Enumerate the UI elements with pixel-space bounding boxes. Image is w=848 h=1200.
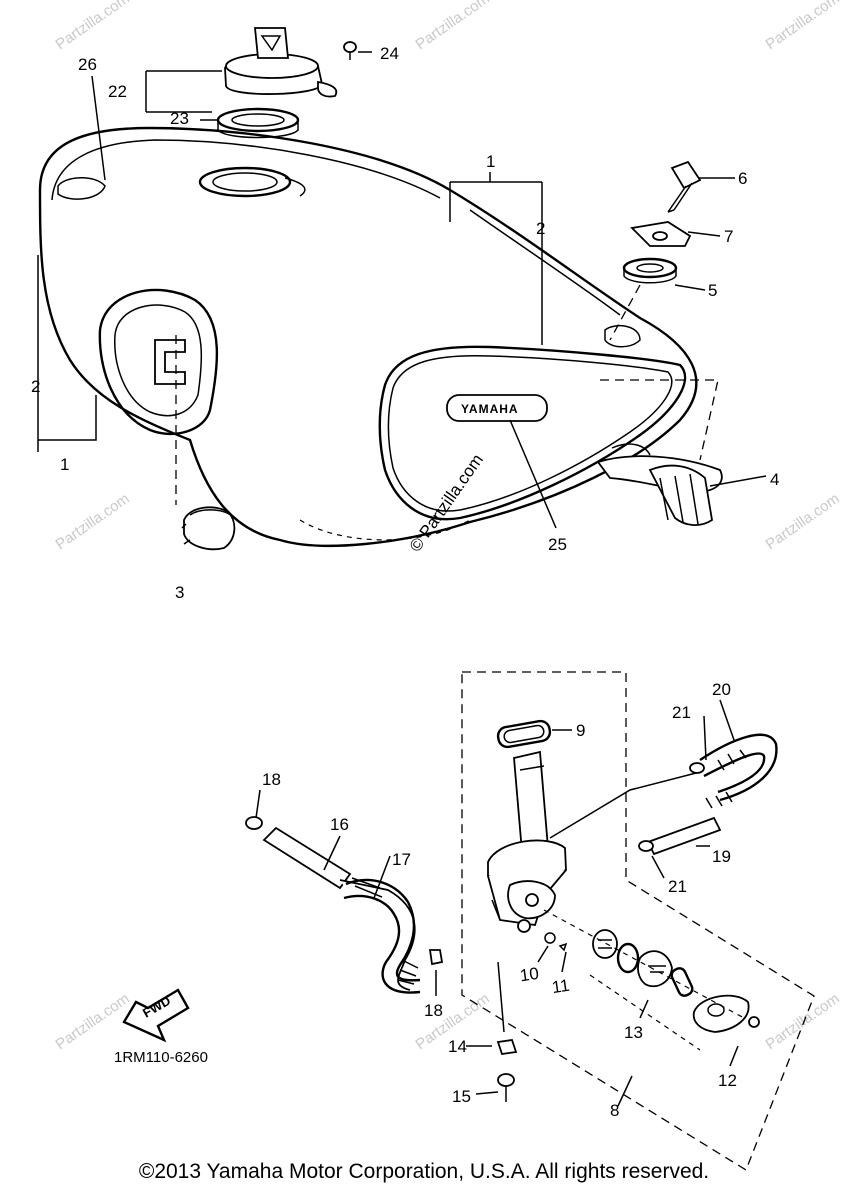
callout-12: 12 xyxy=(718,1071,737,1090)
callout-17: 17 xyxy=(392,850,411,869)
callout-20: 20 xyxy=(712,680,731,699)
callout-3: 3 xyxy=(175,583,184,602)
callout-14: 14 xyxy=(448,1037,467,1056)
callout-numbers: 26 22 23 24 1 2 6 7 5 2 1 4 25 3 20 9 21… xyxy=(31,44,779,1120)
callout-10: 10 xyxy=(519,964,540,985)
callout-21a: 21 xyxy=(672,703,691,722)
callout-18a: 18 xyxy=(262,770,281,789)
callout-24: 24 xyxy=(380,44,399,63)
callout-13: 13 xyxy=(624,1023,643,1042)
callout-9: 9 xyxy=(576,721,585,740)
callout-11: 11 xyxy=(551,976,571,997)
callout-18b: 18 xyxy=(424,1001,443,1020)
callout-15: 15 xyxy=(452,1087,471,1106)
fuel-hose-left xyxy=(245,816,444,994)
watermark: Partzilla.com xyxy=(53,0,133,53)
callout-8: 8 xyxy=(610,1101,619,1120)
mount-damper xyxy=(622,257,678,284)
watermark: Partzilla.com xyxy=(53,990,133,1053)
grommet xyxy=(181,506,236,551)
callout-26: 26 xyxy=(78,55,97,74)
callout-4: 4 xyxy=(770,470,779,489)
callout-23: 23 xyxy=(170,109,189,128)
yamaha-emblem xyxy=(446,394,548,422)
watermark: Partzilla.com xyxy=(763,490,843,553)
emblem-panel xyxy=(378,345,687,521)
callout-16: 16 xyxy=(330,815,349,834)
tank-outline xyxy=(38,126,698,547)
callout-22: 22 xyxy=(108,82,127,101)
callout-7: 7 xyxy=(724,227,733,246)
callout-1b: 1 xyxy=(60,455,69,474)
assembly-boundary xyxy=(461,671,815,1171)
tank-rear-recess xyxy=(98,288,219,436)
front-bracket xyxy=(596,443,723,526)
filler-opening xyxy=(198,166,292,198)
fuel-cap xyxy=(224,27,338,98)
callout-lines-upper xyxy=(37,51,767,529)
mount-bolt xyxy=(667,160,702,213)
watermarks: Partzilla.com Partzilla.com Partzilla.co… xyxy=(53,0,843,1053)
callout-2a: 2 xyxy=(536,219,545,238)
callout-19: 19 xyxy=(712,847,731,866)
watermark: Partzilla.com xyxy=(763,990,843,1053)
watermark: Partzilla.com xyxy=(53,490,133,553)
mount-washer xyxy=(630,221,692,247)
fuel-tank: YAMAHA xyxy=(38,126,698,547)
callout-21b: 21 xyxy=(668,877,687,896)
copyright-notice: ©2013 Yamaha Motor Corporation, U.S.A. A… xyxy=(138,1160,710,1183)
fuel-cock-assembly xyxy=(461,671,815,1171)
fuel-hose-right xyxy=(638,733,778,856)
callout-5: 5 xyxy=(708,281,717,300)
watermark: Partzilla.com xyxy=(413,0,493,53)
callout-25: 25 xyxy=(548,535,567,554)
part-code: 1RM110-6260 xyxy=(114,1049,208,1066)
yamaha-emblem-text: YAMAHA xyxy=(461,402,519,416)
cap-gasket xyxy=(216,107,300,139)
watermark: Partzilla.com xyxy=(763,0,843,53)
callout-1a: 1 xyxy=(486,152,495,171)
callout-6: 6 xyxy=(738,169,747,188)
fwd-arrow: FWD xyxy=(122,988,190,1043)
screw-24 xyxy=(343,41,357,60)
callout-2b: 2 xyxy=(31,377,40,396)
callout-lines-lower xyxy=(255,699,739,1107)
